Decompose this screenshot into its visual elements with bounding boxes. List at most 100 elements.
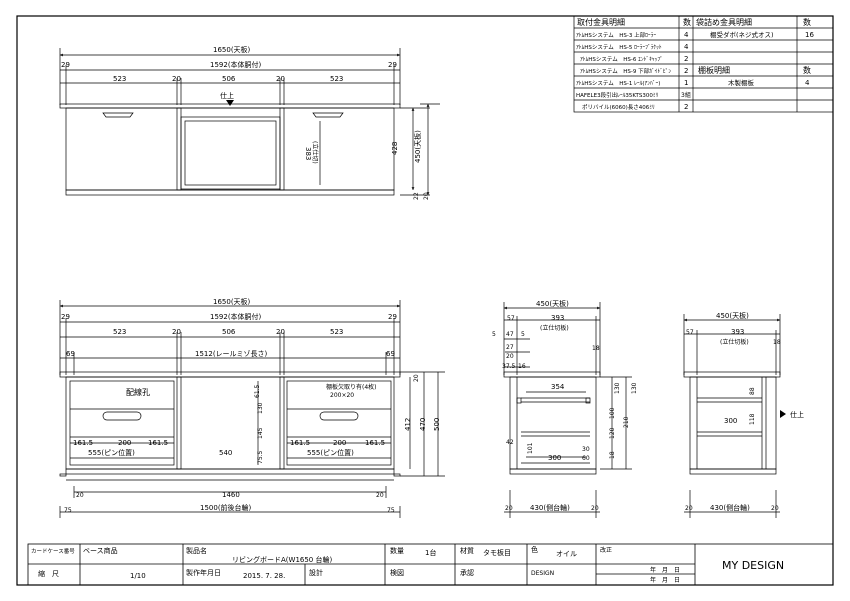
sec-seg-left: 523 — [113, 328, 126, 336]
rear-top-width: 450(天板) — [716, 311, 749, 320]
sec-gap-right: 20 — [276, 328, 285, 336]
front-height-total: 450(天板) — [413, 130, 422, 163]
sec-rail-length: 1512(レールミゾ長さ) — [195, 350, 268, 358]
front-view-labels: 1650(天板) 1592(本体胴付) 29 29 523 20 506 20 … — [61, 45, 430, 200]
parts-row-5-qty: 1 — [684, 79, 688, 87]
parts-row-5-name: ｱﾄﾑHSシステム HS-1 ﾚｰﾙ(ｱﾝﾊﾞｰ) — [576, 80, 660, 87]
side-base-len: 430(側台輪) — [530, 503, 570, 512]
parts-row-6-name: HAFELE3段引出ﾚｰﾙ35KTS300ﾐﾘ — [576, 91, 659, 99]
tb-label-design: 設計 — [309, 568, 323, 577]
sec-body-width: 1592(本体胴付) — [210, 312, 262, 321]
parts-row-3-qty: 2 — [684, 55, 688, 63]
sec-161-5-l: 161.5 — [73, 439, 93, 447]
parts-header-4: 数 — [803, 17, 811, 27]
sec-base-length: 1460 — [222, 491, 240, 499]
tb-label-color: 色 — [531, 545, 538, 554]
sec-rail-left: 69 — [66, 350, 75, 358]
tb-label-scale: 縮 尺 — [38, 569, 59, 578]
tb-company: MY DESIGN — [722, 559, 784, 572]
side-d27: 27 — [506, 344, 514, 351]
parts-row-4-shelf: 棚板明細 — [698, 65, 730, 75]
tb-label-check: 検図 — [390, 568, 404, 577]
front-seg-left: 523 — [113, 75, 126, 83]
sheet-border — [16, 15, 834, 586]
parts-row-3-name: ｱﾄﾑHSシステム HS-6 ｴﾝﾄﾞｷｬｯﾌﾟ — [580, 56, 663, 63]
sec-top-width: 1650(天板) — [213, 297, 251, 306]
tb-label-product: 製品名 — [186, 546, 207, 555]
sec-rail-right: 69 — [386, 350, 395, 358]
sec-v-61-5: 61.5 — [254, 384, 261, 398]
rear-inner-note: (立仕切板) — [720, 338, 749, 346]
side-d18: 18 — [592, 345, 600, 352]
parts-row-4-shelfqty: 数 — [803, 65, 811, 75]
parts-row-7-name: ポリバイル(6060)長さ406ﾐﾘ — [582, 104, 655, 111]
side-d47: 47 — [506, 331, 514, 338]
side-v100: 100 — [609, 407, 616, 419]
tb-label-rev: 改正 — [600, 546, 612, 554]
rear-d57: 57 — [686, 329, 694, 336]
parts-row-2-name: ｱﾄﾑHSシステム HS-5 ﾛｰﾗｰﾌﾞﾗｹｯﾄ — [576, 44, 662, 51]
sec-center-540: 540 — [219, 449, 232, 457]
sec-label-cutout-size: 200×20 — [330, 392, 354, 399]
side-d5b: 5 — [521, 331, 525, 338]
sec-pin-left: 555(ピン位置) — [88, 448, 135, 457]
title-block-text: カードケース番号 ベース商品 製品名 リビングボードA(W1650 台輪) 数量… — [31, 545, 784, 584]
parts-row-5-shelf: 木製棚板 — [728, 78, 755, 87]
tb-label-approve: 承認 — [460, 568, 474, 577]
tb-value-date: 2015. 7. 28. — [243, 572, 285, 580]
rear-d18: 18 — [773, 339, 781, 346]
side-view-labels: 450(天板) 393 (立仕切板) 57 18 5 47 5 27 20 37… — [492, 299, 638, 512]
tb-label-qty: 数量 — [390, 546, 404, 555]
front-seg-mid: 506 — [222, 75, 236, 83]
sec-pin-right: 555(ピン位置) — [307, 448, 354, 457]
side-d101: 101 — [527, 442, 534, 454]
rear-b20r: 20 — [771, 505, 779, 512]
sec-h-20: 20 — [413, 374, 420, 382]
side-w354: 354 — [551, 383, 565, 391]
sec-v-145: 145 — [257, 427, 264, 439]
front-finish-label: 仕上 — [220, 91, 234, 100]
front-finish-marker — [226, 100, 234, 106]
parts-row-4-name: ｱﾄﾑHSシステム HS-9 下部ｶﾞｲﾄﾞﾋﾟﾝ — [580, 67, 671, 75]
parts-row-1-name: ｱﾄﾑHSシステム HS-3 上部ﾛｰﾗｰ — [576, 31, 656, 39]
sec-label-cutout: 棚板欠取り有(4枚) — [326, 383, 377, 391]
side-d37-5: 37.5 — [502, 363, 516, 370]
rear-finish-label: 仕上 — [790, 410, 804, 419]
side-d20: 20 — [506, 353, 514, 360]
tb-value-scale: 1/10 — [130, 572, 146, 580]
sec-seg-right: 523 — [330, 328, 343, 336]
front-inner-height: 383 — [304, 147, 312, 160]
side-d42: 42 — [506, 439, 514, 446]
rear-b20l: 20 — [685, 505, 693, 512]
parts-header-3: 袋詰め金具明細 — [696, 17, 752, 27]
parts-header-2: 数 — [683, 17, 691, 27]
front-body-width: 1592(本体胴付) — [210, 60, 262, 69]
side-v130: 130 — [614, 382, 621, 394]
tb-value-product: リビングボードA(W1650 台輪) — [232, 555, 332, 564]
sec-gap-left: 20 — [172, 328, 181, 336]
sec-leg-l: 75 — [64, 507, 72, 514]
parts-table — [573, 15, 834, 113]
sec-leg-length: 1500(前後台輪) — [200, 503, 252, 512]
front-height-body: 428 — [391, 142, 399, 155]
title-block — [27, 543, 834, 586]
side-d57: 57 — [507, 315, 515, 322]
sec-h-500: 500 — [433, 418, 441, 431]
side-d16: 16 — [518, 363, 526, 370]
rear-view — [683, 314, 781, 518]
side-inner-note: (立仕切板) — [540, 324, 569, 332]
sec-161-5-l2: 161.5 — [290, 439, 310, 447]
tb-value-material: タモ板目 — [483, 548, 511, 557]
sec-200-r: 200 — [333, 439, 346, 447]
side-v18a: 18 — [609, 451, 616, 459]
side-w300: 300 — [548, 454, 561, 462]
front-view — [59, 48, 440, 196]
front-inner-height-note: (立仕切) — [311, 141, 319, 164]
tb-label-date: 製作年月日 — [186, 568, 221, 577]
side-v210: 210 — [623, 416, 630, 428]
rear-v300: 300 — [724, 417, 737, 425]
sec-v-75-5: 75.5 — [257, 450, 264, 464]
parts-row-1-qty: 4 — [684, 31, 689, 39]
tb-value-color: オイル — [556, 550, 577, 558]
tb-label-case: カードケース番号 — [31, 548, 75, 555]
